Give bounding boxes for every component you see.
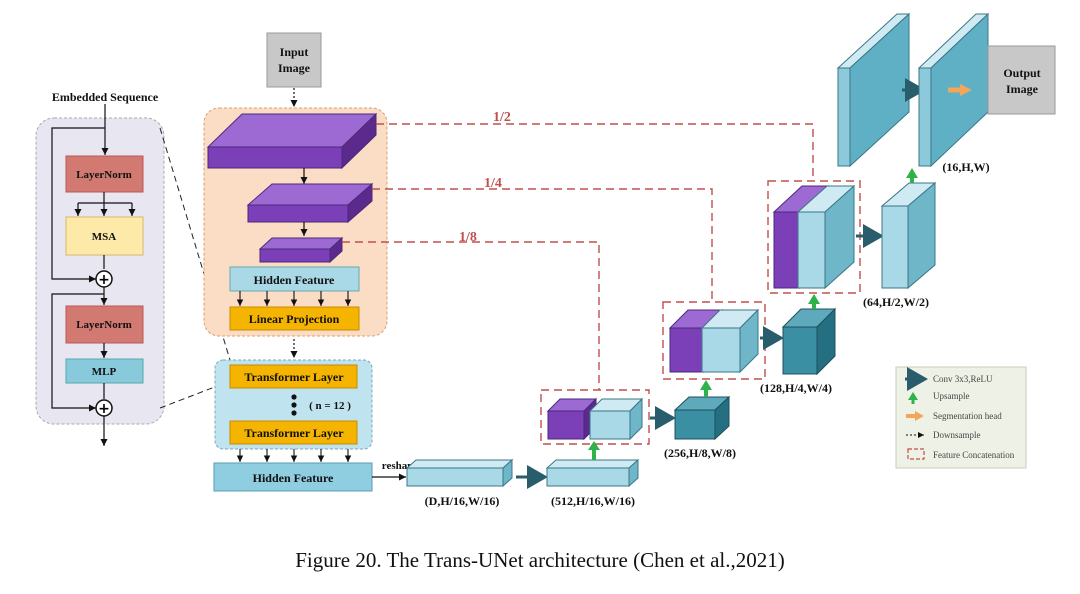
legend: Conv 3x3,ReLU Upsample Segmentation head…	[895, 366, 1027, 469]
cnn-feature-1	[206, 112, 378, 170]
transformer-layer-detail: Embedded Sequence LayerNorm MSA + LayerN…	[35, 90, 234, 446]
feature-d-h16	[405, 458, 514, 488]
figure-caption: Figure 20. The Trans-UNet architecture (…	[295, 548, 785, 572]
cnn-feature-2	[246, 182, 374, 224]
linear-projection-box	[229, 306, 360, 331]
mlp-box	[65, 358, 144, 384]
msa-box	[65, 216, 144, 256]
hidden-feature-bottom-box	[213, 462, 373, 492]
transformer-layer-bottom-box	[229, 420, 358, 445]
concat-1-blue	[588, 397, 644, 441]
feature-16-plane-1	[836, 12, 911, 168]
concat-2	[662, 301, 766, 380]
shape-s2: (512,H/16,W/16)	[551, 494, 635, 508]
feature-128-h4	[781, 307, 837, 376]
transformer-layer-top-label: Transformer Layer	[244, 370, 344, 384]
skip-quarter-label: 1/4	[484, 176, 502, 191]
output-image-box	[987, 45, 1056, 115]
shape-s3: (256,H/8,W/8)	[664, 446, 736, 460]
linear-projection-label: Linear Projection	[249, 312, 340, 326]
feature-64-h2	[880, 181, 937, 290]
mlp-label: MLP	[92, 366, 117, 378]
legend-upsample: Upsample	[933, 391, 970, 401]
detail-panel	[35, 117, 165, 425]
input-image-box	[266, 32, 322, 88]
shape-s5: (64,H/2,W/2)	[863, 295, 929, 309]
concat-3-blue	[796, 184, 856, 290]
concat-1-purple	[546, 397, 598, 441]
svg-text:+: +	[98, 401, 110, 417]
layernorm-1-label: LayerNorm	[76, 169, 132, 181]
shape-s1: (D,H/16,W/16)	[425, 494, 500, 508]
repeat-count: ( n = 12 )	[309, 400, 351, 412]
hidden-feature-box	[229, 266, 360, 292]
skip-half-label: 1/2	[493, 110, 511, 125]
concat-2-blue	[700, 308, 760, 374]
feature-256-h8	[673, 395, 731, 441]
svg-text:+: +	[98, 272, 110, 288]
seg-head-arrow-icon	[960, 84, 972, 96]
skip-eighth-label: 1/8	[459, 230, 477, 245]
concat-1	[540, 389, 650, 445]
transformer-layer-top-box	[229, 364, 358, 389]
shape-s6: (16,H,W)	[942, 160, 989, 174]
upsample-2-icon	[700, 380, 712, 390]
embedded-sequence-title: Embedded Sequence	[52, 90, 159, 104]
legend-seg-head: Segmentation head	[933, 411, 1002, 421]
upsample-1-icon	[588, 441, 600, 450]
upsample-4-icon	[906, 168, 918, 178]
output-label-2: Image	[1006, 82, 1039, 96]
hidden-feature-label: Hidden Feature	[254, 273, 335, 287]
output-label-1: Output	[1003, 66, 1040, 80]
transformer-layer-bottom-label: Transformer Layer	[244, 426, 344, 440]
input-label-1: Input	[280, 45, 309, 59]
legend-upsample-icon	[908, 392, 918, 400]
encoder: Input Image Hidden Feature Line	[203, 32, 418, 492]
hidden-feature-bottom-label: Hidden Feature	[253, 471, 334, 485]
msa-label: MSA	[92, 231, 117, 243]
layernorm-1-box	[65, 155, 144, 193]
cnn-feature-3	[258, 236, 344, 264]
shape-s4: (128,H/4,W/4)	[760, 381, 832, 395]
legend-conv: Conv 3x3,ReLU	[933, 374, 993, 384]
feature-512-h16	[545, 458, 640, 488]
skip-connections	[342, 123, 814, 390]
layernorm-2-label: LayerNorm	[76, 319, 132, 331]
input-label-2: Image	[278, 61, 311, 75]
legend-seg-head-icon	[915, 411, 924, 421]
legend-downsample: Downsample	[933, 430, 981, 440]
legend-concat-icon	[907, 448, 925, 460]
legend-concat: Feature Concatenation	[933, 450, 1015, 460]
upsample-3-icon	[808, 294, 820, 304]
decoder: (D,H/16,W/16) (512,H/16,W/16)	[405, 12, 1056, 508]
